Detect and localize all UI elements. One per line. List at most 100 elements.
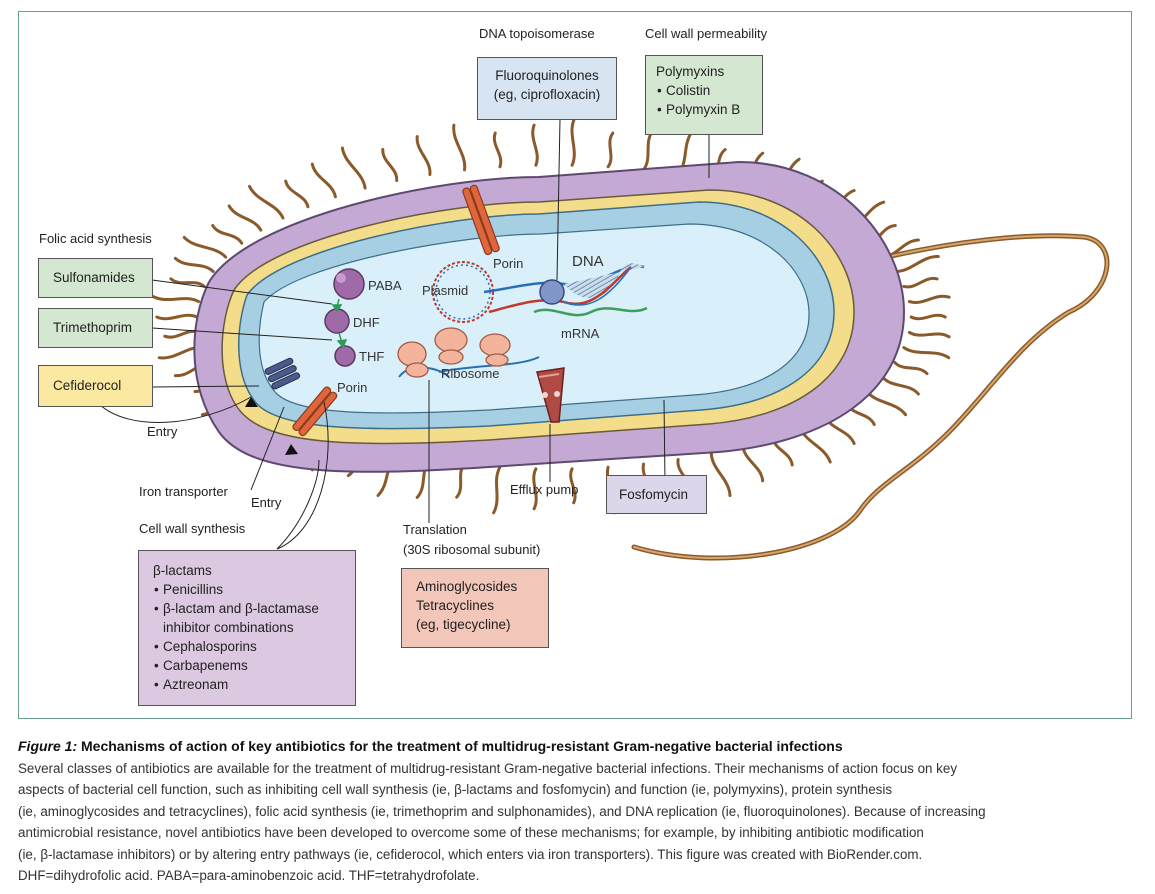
- fosfomycin-box: Fosfomycin: [606, 475, 707, 514]
- dna-topoisomerase-label: DNA topoisomerase: [479, 26, 595, 41]
- pilus: [864, 389, 908, 417]
- pilus: [909, 313, 947, 321]
- pilus: [893, 361, 929, 376]
- cytoplasm: [258, 223, 810, 414]
- entry-arrows: [245, 397, 298, 455]
- figure-frame: DNA topoisomerase Cell wall permeability…: [18, 11, 1132, 719]
- caption-line: Several classes of antibiotics are avail…: [18, 760, 958, 776]
- paba-molecule: [333, 268, 365, 300]
- porin-top: [462, 184, 500, 256]
- pilus: [893, 254, 940, 274]
- pilus: [310, 162, 337, 199]
- pilus: [211, 224, 244, 245]
- cefiderocol-box: Cefiderocol: [38, 365, 153, 407]
- beta-lactams-box: β-lactams Penicillins β-lactam and β-lac…: [138, 550, 356, 706]
- pilus: [415, 135, 432, 176]
- sulfonamides-box: Sulfonamides: [38, 258, 153, 298]
- pilus: [155, 313, 199, 321]
- figure-label: Figure 1:: [18, 738, 78, 754]
- pilus: [642, 129, 655, 172]
- ribosome-label: Ribosome: [441, 366, 500, 381]
- pilus: [569, 467, 577, 505]
- caption-line: aspects of bacterial cell function, such…: [18, 782, 893, 797]
- porin-bottom-label: Porin: [337, 380, 368, 395]
- pilus: [907, 330, 951, 339]
- tigecycline-example: (eg, tigecycline): [416, 617, 511, 632]
- ribosomes: [397, 327, 540, 378]
- plasmid: [432, 261, 494, 323]
- cefiderocol-label: Cefiderocol: [53, 378, 122, 393]
- colistin-item: Colistin: [656, 81, 752, 100]
- caption-line: DHF=dihydrofolic acid. PABA=para-aminobe…: [18, 868, 480, 883]
- bl-bli-item: β-lactam and β-lactamase: [153, 599, 341, 618]
- efflux-pump-label: Efflux pump: [510, 482, 579, 497]
- dhf-molecule: [324, 308, 350, 334]
- caption-title: Figure 1: Mechanisms of action of key an…: [18, 736, 1138, 758]
- tetracyclines-label: Tetracyclines: [416, 598, 495, 613]
- pilus: [532, 467, 538, 511]
- pilus: [606, 131, 615, 169]
- dna-helix: [483, 263, 648, 317]
- cell-wall-permeability-label: Cell wall permeability: [645, 26, 768, 41]
- pilus: [227, 204, 263, 232]
- pilus: [531, 123, 539, 167]
- pilus: [169, 277, 206, 288]
- caption-title-text: Mechanisms of action of key antibiotics …: [81, 738, 843, 754]
- pilus: [182, 235, 228, 259]
- pilus: [492, 131, 503, 169]
- pilus: [492, 465, 502, 515]
- polymyxins-title: Polymyxins: [656, 64, 725, 79]
- aminoglycosides-box: Aminoglycosides Tetracyclines (eg, tigec…: [401, 568, 549, 648]
- caption-line: (ie, aminoglycosides and tetracyclines),…: [18, 803, 986, 819]
- porin-top-label: Porin: [493, 256, 524, 271]
- carbapenems-item: Carbapenems: [153, 656, 341, 675]
- pilus: [902, 276, 939, 289]
- figure-caption: Figure 1: Mechanisms of action of key an…: [18, 736, 1138, 887]
- trimethoprim-label: Trimethoprim: [53, 320, 133, 335]
- pilus: [173, 256, 215, 273]
- cephalosporins-item: Cephalosporins: [153, 637, 341, 656]
- pilus: [381, 148, 399, 182]
- pilus: [907, 294, 951, 305]
- beta-lactams-title: β-lactams: [153, 563, 212, 578]
- pilus: [709, 452, 732, 497]
- folic-acid-label: Folic acid synthesis: [39, 231, 152, 246]
- bl-bli-item-cont: inhibitor combinations: [163, 620, 294, 635]
- pilus: [452, 123, 467, 172]
- fluoroquinolones-box: Fluoroquinolones (eg, ciprofloxacin): [477, 57, 617, 120]
- entry-label-1: Entry: [147, 424, 178, 439]
- pilus: [741, 444, 765, 483]
- polymyxins-box: Polymyxins Colistin Polymyxin B: [645, 55, 763, 135]
- leader-lines: [98, 118, 710, 550]
- caption-line: antimicrobial resistance, novel antibiot…: [18, 825, 924, 840]
- translation-label: Translation: [403, 522, 467, 537]
- pilus: [163, 329, 201, 339]
- penicillins-item: Penicillins: [153, 580, 341, 599]
- trimethoprim-box: Trimethoprim: [38, 308, 153, 348]
- caption-line: (ie, β-lactamase inhibitors) or by alter…: [18, 846, 923, 862]
- pilus: [902, 346, 951, 360]
- bacterium-diagram: [98, 117, 1110, 561]
- entry-label-2: Entry: [251, 495, 282, 510]
- thf-label: THF: [359, 349, 385, 364]
- folate-arrows: [331, 298, 348, 349]
- pilus: [570, 117, 576, 167]
- dhf-label: DHF: [353, 315, 380, 330]
- sulfonamides-label: Sulfonamides: [53, 270, 135, 285]
- aminoglycosides-label: Aminoglycosides: [416, 579, 518, 594]
- fluoroquinolones-example: (eg, ciprofloxacin): [493, 87, 601, 102]
- efflux-pump: [536, 367, 565, 423]
- mrna-label: mRNA: [561, 326, 600, 341]
- porin-bottom: [292, 386, 338, 437]
- pilus: [151, 295, 201, 304]
- cell-wall-synthesis-label: Cell wall synthesis: [139, 521, 246, 536]
- iron-transporter-label: Iron transporter: [139, 484, 228, 499]
- thf-molecule: [334, 345, 356, 367]
- dna-label: DNA: [572, 253, 604, 270]
- pilus: [248, 184, 285, 220]
- pilus: [284, 179, 310, 209]
- paba-label: PABA: [368, 278, 402, 293]
- pilus: [340, 146, 367, 190]
- polymyxin-b-item: Polymyxin B: [656, 100, 752, 119]
- translation-sub-label: (30S ribosomal subunit): [403, 542, 541, 557]
